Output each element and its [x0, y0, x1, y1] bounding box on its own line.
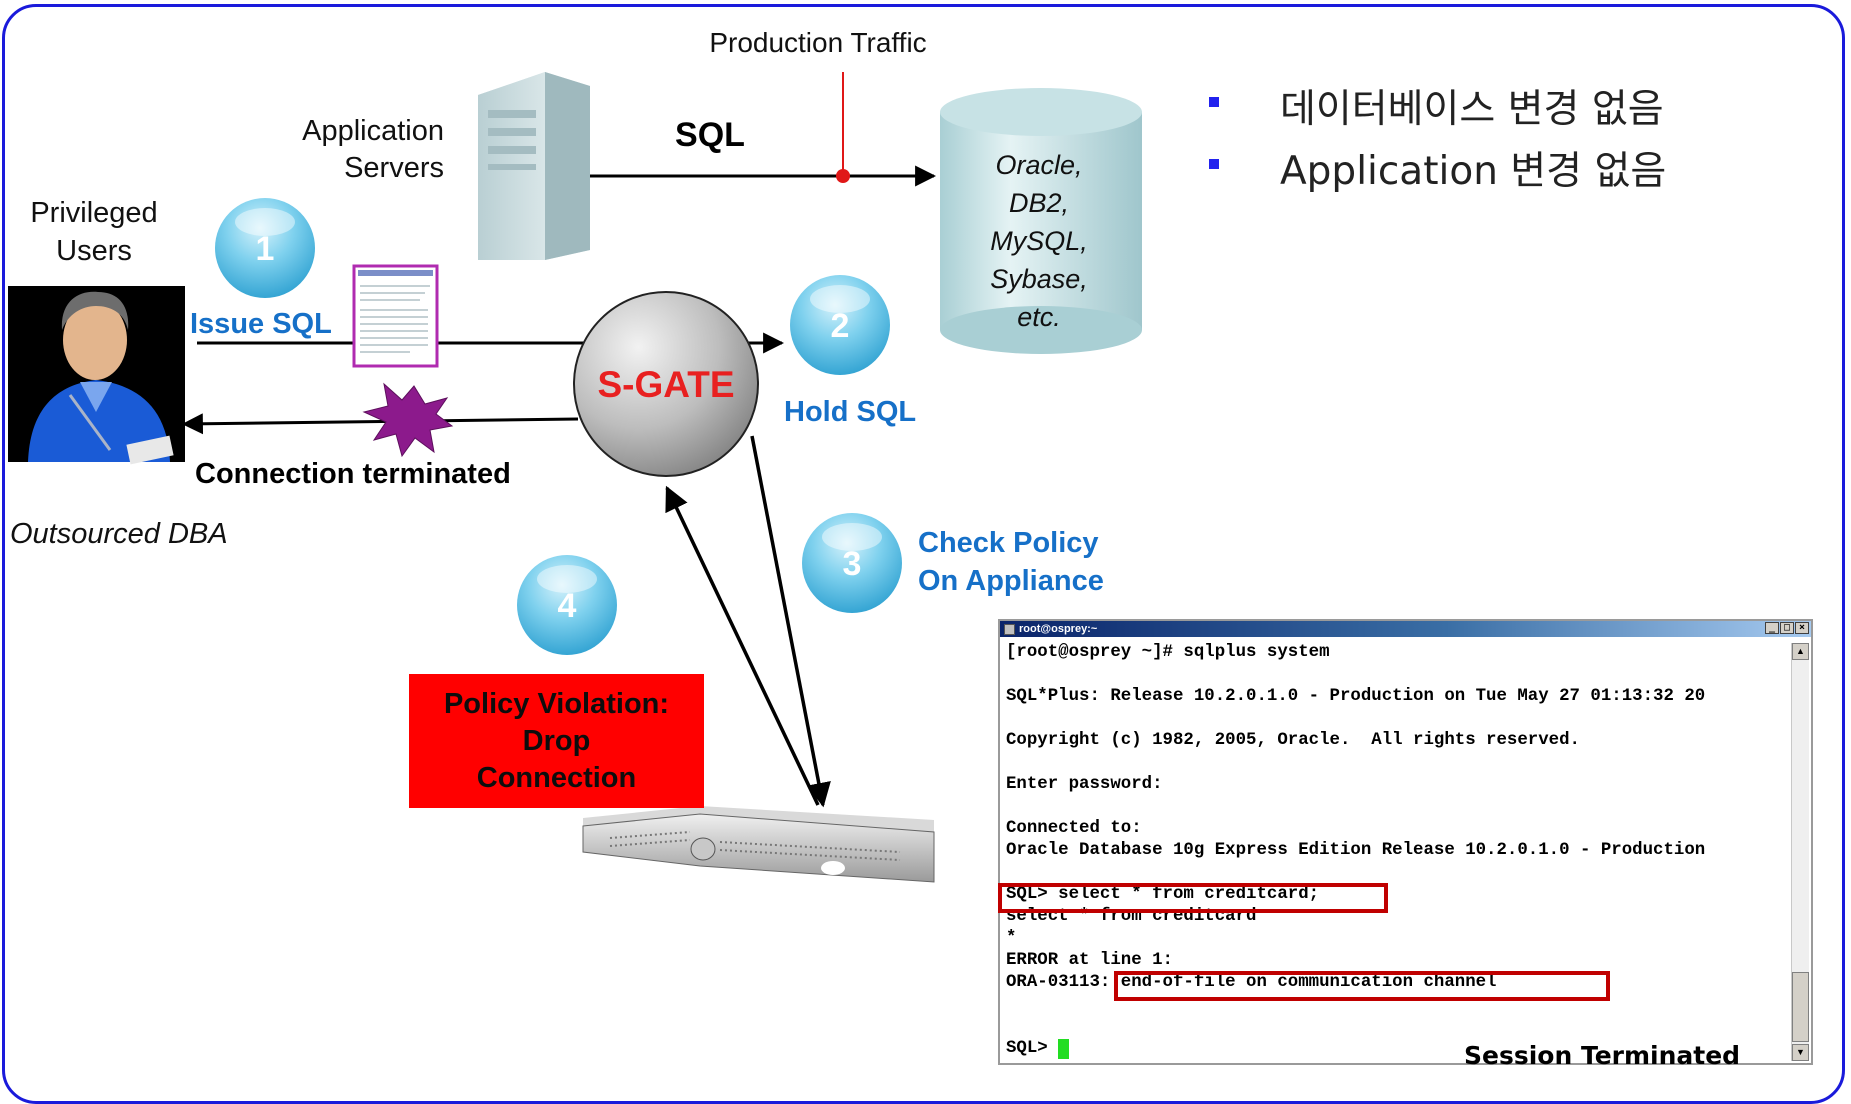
sgate-appliance-icon [582, 806, 935, 883]
privileged-users-label-2: Users [56, 235, 132, 267]
database-cylinder-icon [940, 88, 1142, 354]
step-number-2: 2 [831, 307, 850, 345]
terminal-line: Oracle Database 10g Express Edition Rele… [1006, 841, 1706, 860]
terminal-output[interactable]: [root@osprey ~]# sqlplus system SQL*Plus… [998, 643, 1789, 1070]
terminal-titlebar: root@osprey:~ _ □ × [1000, 621, 1811, 637]
app-servers-label-1: Application [302, 115, 444, 147]
db-name-etc: etc. [1017, 302, 1061, 332]
sgate-to-appliance-arrow-right [750, 435, 831, 808]
terminal-scrollbar[interactable]: ▲ ▼ [1791, 643, 1809, 1061]
issue-sql-label: Issue SQL [190, 308, 332, 340]
highlight-select-command [998, 883, 1388, 913]
dba-user-avatar-icon [8, 286, 185, 465]
step-number-1: 1 [256, 230, 275, 268]
terminal-line: Connected to: [1006, 819, 1142, 838]
bullet-text-1: 데이터베이스 변경 없음 [1280, 87, 1664, 132]
traffic-tap-dot [836, 169, 850, 183]
bullet-square-icon [1209, 97, 1219, 107]
policy-violation-box: Policy Violation: Drop Connection [409, 674, 704, 808]
sgate-label: S-GATE [597, 364, 734, 405]
connection-terminated-arrow [181, 413, 579, 435]
terminal-app-icon [1004, 623, 1015, 635]
terminal-title: root@osprey:~ [1019, 623, 1098, 635]
terminal-cursor [1058, 1039, 1070, 1059]
terminal-line: [root@osprey ~]# sqlplus system [1006, 643, 1330, 662]
terminal-line: Copyright (c) 1982, 2005, Oracle. All ri… [1006, 731, 1580, 750]
maximize-button[interactable]: □ [1780, 622, 1794, 634]
connection-terminated-label: Connection terminated [195, 458, 511, 490]
step-number-3: 3 [843, 545, 862, 583]
hold-sql-label: Hold SQL [784, 396, 916, 428]
terminal-line: ORA-03113: end-of-file on communication … [1006, 973, 1497, 992]
terminal-line: ERROR at line 1: [1006, 951, 1173, 970]
step-bubble-2: 2 [790, 275, 890, 375]
terminal-prompt-line: SQL> [1006, 1039, 1070, 1059]
highlight-ora-error [1114, 971, 1610, 1001]
db-name-mysql: MySQL, [990, 226, 1088, 256]
db-name-db2: DB2, [1009, 188, 1069, 218]
step-bubble-1: 1 [215, 198, 315, 298]
app-servers-label-2: Servers [344, 152, 444, 184]
db-name-oracle: Oracle, [995, 150, 1082, 180]
terminal-line: Enter password: [1006, 775, 1163, 794]
sgate-node [573, 291, 759, 477]
terminal-prompt: SQL> [1006, 1039, 1059, 1058]
policy-violation-line-3: Connection [476, 761, 637, 794]
check-policy-label-2: On Appliance [918, 565, 1104, 597]
privileged-users-label-1: Privileged [30, 197, 157, 229]
policy-violation-line-1: Policy Violation: [443, 687, 670, 720]
step-bubble-4: 4 [517, 555, 617, 655]
minimize-button[interactable]: _ [1765, 622, 1779, 634]
scroll-up-arrow-icon[interactable]: ▲ [1792, 643, 1809, 660]
terminal-line: SQL> select * from creditcard; [1006, 885, 1320, 904]
scrollbar-thumb[interactable] [1792, 972, 1809, 1042]
terminal-line: * [1006, 929, 1017, 948]
application-server-icon [478, 72, 590, 260]
close-button[interactable]: × [1795, 622, 1809, 634]
sql-label: SQL [675, 116, 745, 154]
outsourced-dba-label: Outsourced DBA [10, 518, 228, 550]
bullet-square-icon [1209, 159, 1219, 169]
policy-violation-line-2: Drop [522, 724, 591, 757]
session-terminated-label: Session Terminated [1464, 1041, 1741, 1070]
explosion-burst-icon [362, 382, 454, 458]
step-number-4: 4 [558, 587, 577, 625]
terminal-window: root@osprey:~ _ □ × [root@osprey ~]# sql… [998, 619, 1813, 1070]
terminal-line: SQL*Plus: Release 10.2.0.1.0 - Productio… [1006, 687, 1706, 706]
step-bubble-3: 3 [802, 513, 902, 613]
sgate-to-appliance-arrow-left [665, 485, 820, 806]
scroll-down-arrow-icon[interactable]: ▼ [1792, 1044, 1809, 1061]
architecture-diagram: Production Traffic SQL Application Serve… [8, 27, 1142, 883]
sql-document-icon [352, 264, 439, 368]
production-traffic-label: Production Traffic [709, 27, 926, 58]
check-policy-label-1: Check Policy [918, 527, 1099, 559]
bullet-text-2: Application 변경 없음 [1280, 149, 1667, 194]
db-name-sybase: Sybase, [990, 264, 1088, 294]
